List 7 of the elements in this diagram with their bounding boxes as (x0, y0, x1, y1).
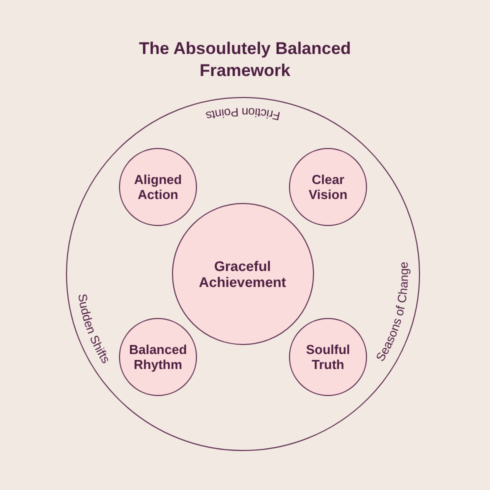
title: The Absoulutely Balanced Framework (138, 38, 352, 82)
curved-label: Friction Points (204, 104, 281, 124)
circle-label: Balanced Rhythm (128, 342, 188, 372)
circle-label: Clear Vision (308, 172, 348, 202)
circle-label: Soulful Truth (304, 342, 352, 372)
circle-label: Graceful Achievement (198, 258, 288, 290)
circle-label: Aligned Action (133, 172, 183, 202)
